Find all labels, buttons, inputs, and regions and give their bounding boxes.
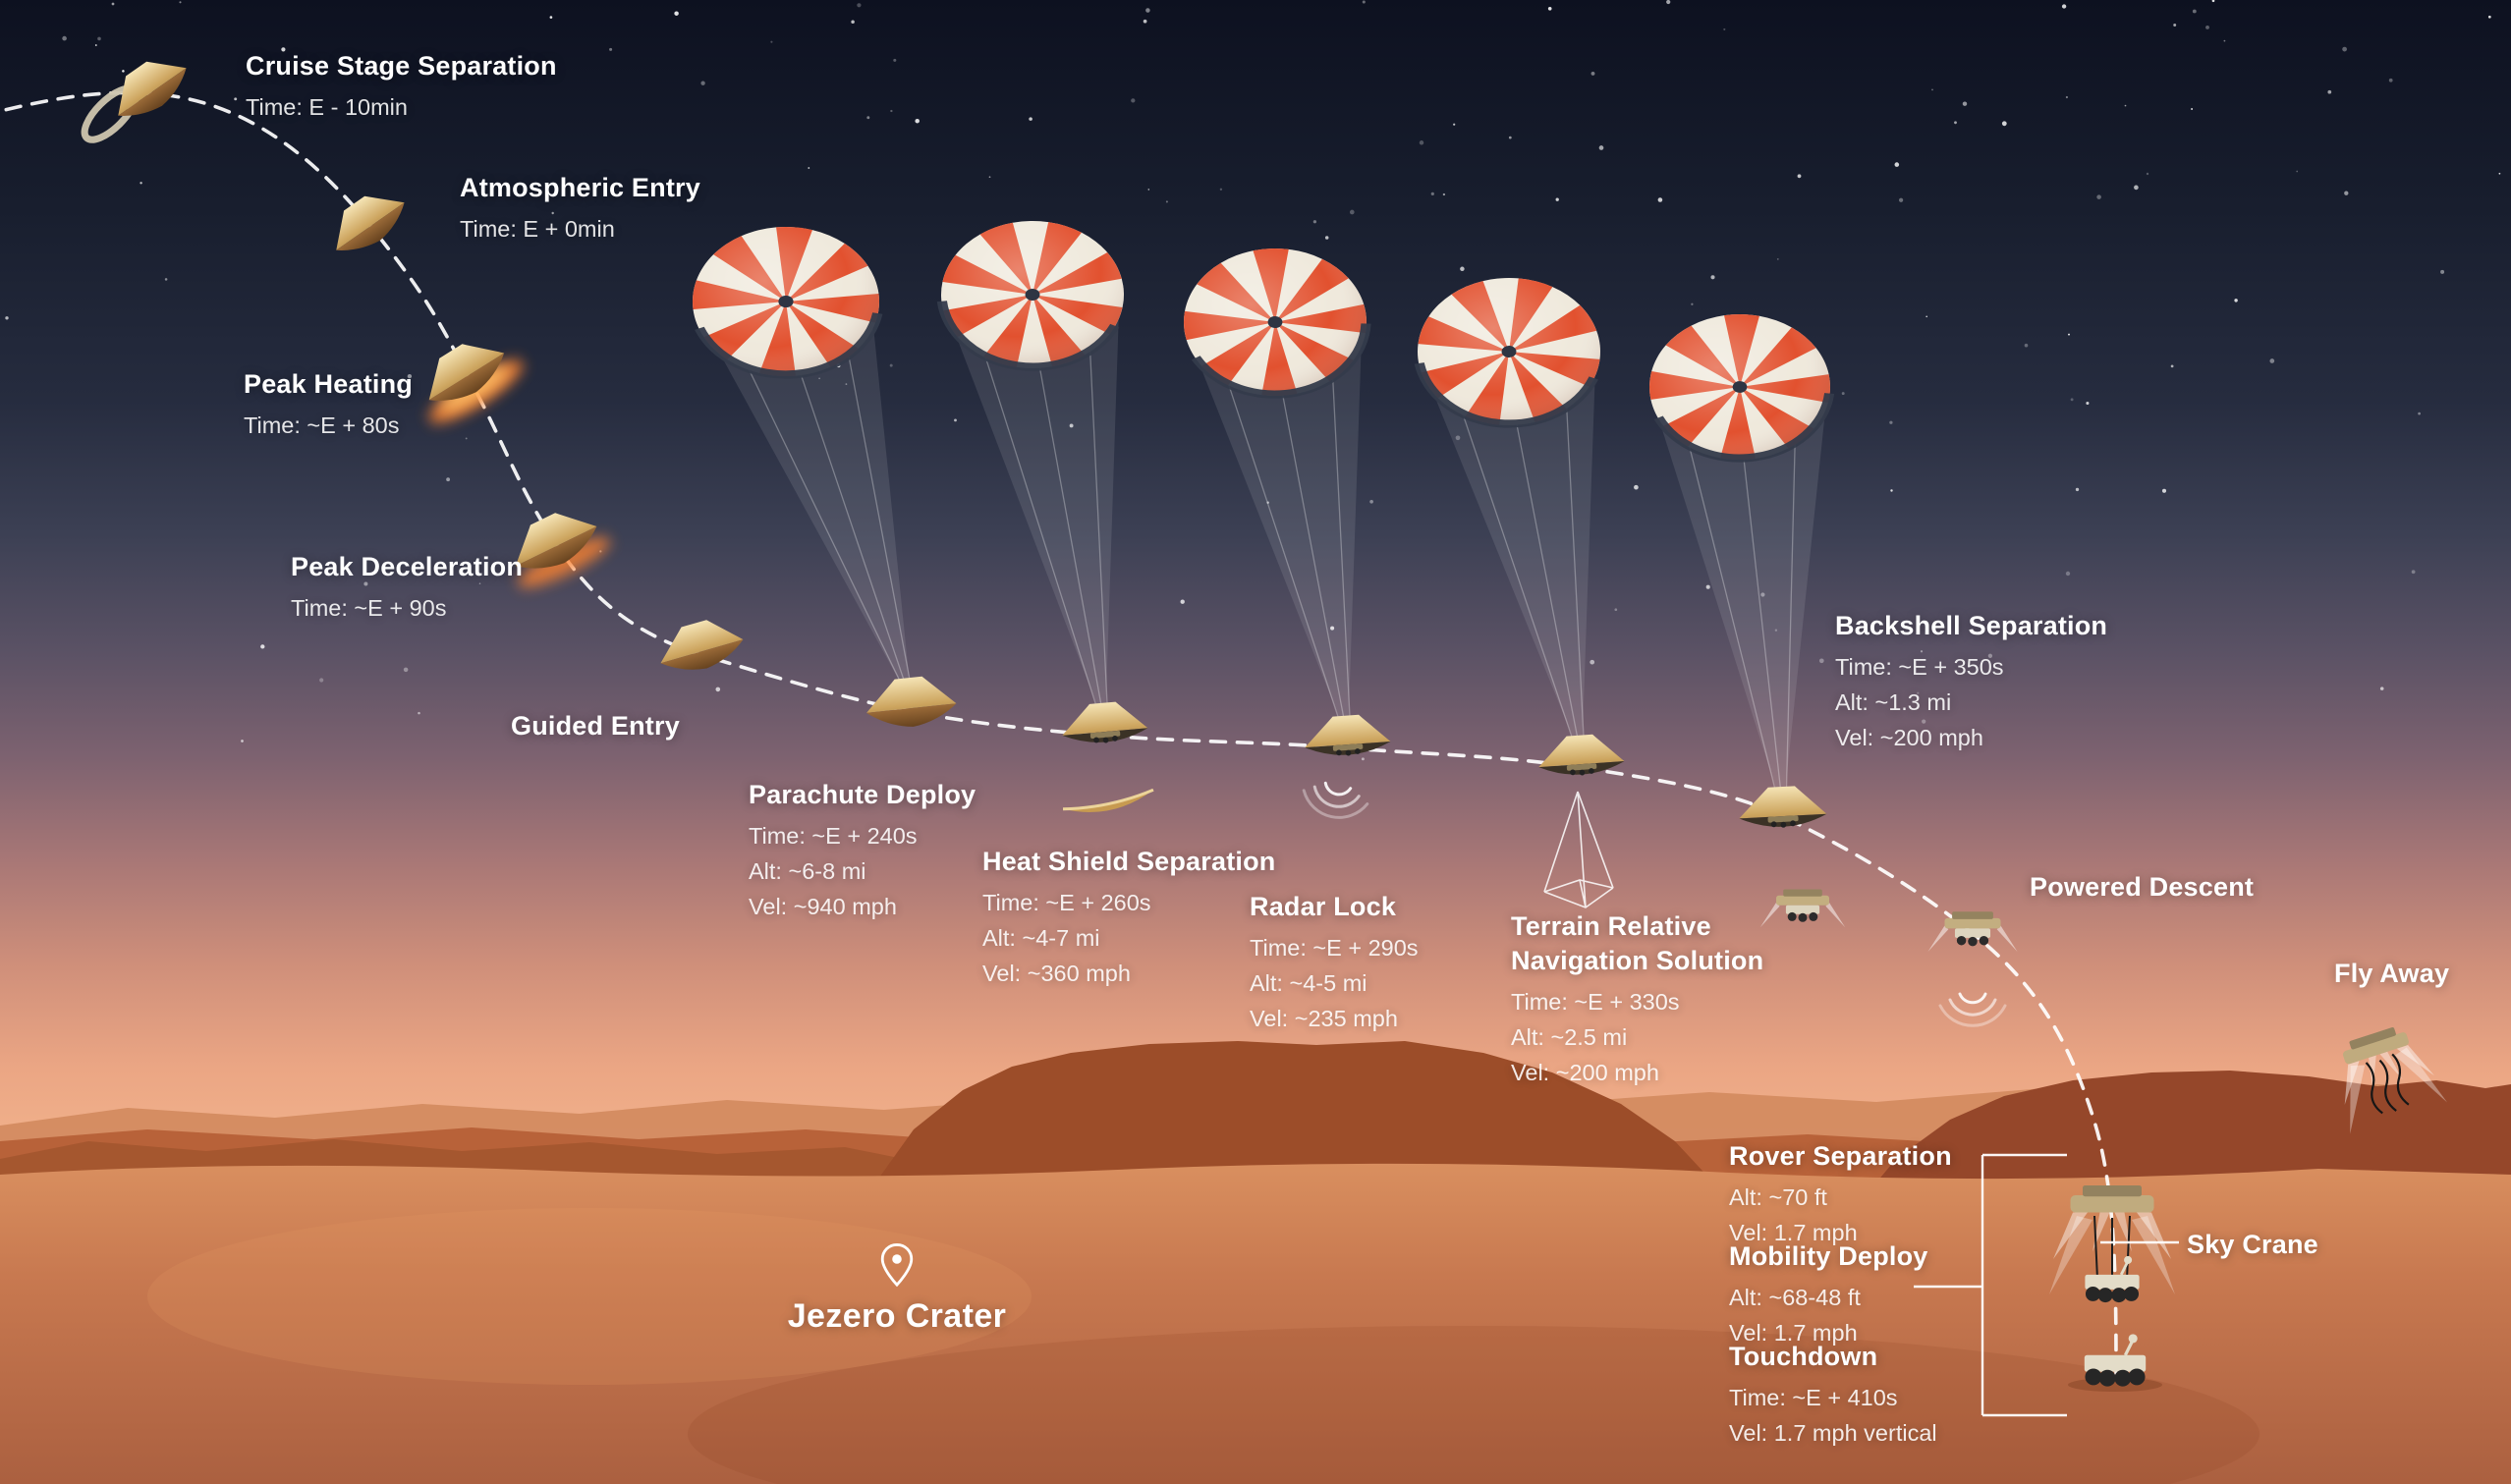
stage-title: Cruise Stage Separation xyxy=(246,51,557,81)
sky-crane-bracket xyxy=(1914,1153,2179,1417)
stage-label-peak-deceleration: Peak Deceleration Time: ~E + 90s xyxy=(291,550,523,627)
stage-detail: Alt: ~70 ft xyxy=(1729,1184,1827,1211)
stage-title: Mobility Deploy xyxy=(1729,1241,1928,1271)
stage-detail: Time: ~E + 410s xyxy=(1729,1385,1898,1411)
stage-label-terrain-relative-navigation: Terrain Relative Navigation Solution Tim… xyxy=(1511,909,1763,1090)
stage-detail: Vel: ~200 mph xyxy=(1835,724,1983,750)
stage-title: Terrain Relative xyxy=(1511,911,1711,941)
stage-detail: Time: ~E + 90s xyxy=(291,595,447,622)
stage-title-line-2: Navigation Solution xyxy=(1511,946,1764,976)
trn-scan-cone xyxy=(1543,791,1614,908)
stage-label-mobility-deploy: Mobility Deploy Alt: ~68-48 ft Vel: 1.7 … xyxy=(1729,1239,1928,1351)
stage-title: Guided Entry xyxy=(511,711,680,741)
stage-label-radar-lock: Radar Lock Time: ~E + 290s Alt: ~4-5 mi … xyxy=(1250,890,1419,1036)
parachute-icon-4 xyxy=(1409,271,1609,760)
stage-detail: Time: ~E + 260s xyxy=(982,890,1151,916)
stage-detail: Time: ~E + 350s xyxy=(1835,654,2004,681)
stage-label-peak-heating: Peak Heating Time: ~E + 80s xyxy=(244,367,413,444)
stage-detail: Alt: ~4-7 mi xyxy=(982,924,1100,951)
stage-title: Parachute Deploy xyxy=(749,780,976,809)
map-pin-icon xyxy=(880,1243,914,1288)
landing-site-label: Jezero Crater xyxy=(769,1243,1025,1336)
parachute-icon-3 xyxy=(1164,233,1385,741)
stage-detail: Time: ~E + 240s xyxy=(749,823,918,850)
stage-title: Fly Away xyxy=(2334,959,2450,988)
parachute-icon-5 xyxy=(1635,302,1844,812)
stage-title: Heat Shield Separation xyxy=(982,847,1276,876)
stage-detail: Vel: ~940 mph xyxy=(749,893,897,919)
stage-detail: Vel: 1.7 mph xyxy=(1729,1319,1858,1346)
sky-crane-icon xyxy=(2049,1185,2175,1304)
stage-detail: Time: E + 0min xyxy=(460,216,615,243)
stage-title: Radar Lock xyxy=(1250,892,1397,921)
stage-detail: Time: ~E + 80s xyxy=(244,412,400,439)
stage-title: Touchdown xyxy=(1729,1342,1878,1371)
stage-detail: Alt: ~4-5 mi xyxy=(1250,969,1367,996)
stage-title: Sky Crane xyxy=(2187,1230,2318,1259)
stage-detail: Vel: ~200 mph xyxy=(1511,1059,1659,1085)
stage-label-rover-separation: Rover Separation Alt: ~70 ft Vel: 1.7 mp… xyxy=(1729,1139,1952,1251)
trn-icon xyxy=(1536,732,1626,908)
stage-label-parachute-deploy: Parachute Deploy Time: ~E + 240s Alt: ~6… xyxy=(749,778,976,924)
stage-title: Peak Heating xyxy=(244,369,413,399)
stage-title: Powered Descent xyxy=(2030,872,2255,902)
stage-label-powered-descent: Powered Descent xyxy=(2030,870,2254,905)
stage-label-heat-shield-separation: Heat Shield Separation Time: ~E + 260s A… xyxy=(982,845,1275,991)
parachute-icon-2 xyxy=(926,209,1138,728)
stage-detail: Alt: ~6-8 mi xyxy=(749,857,866,884)
stage-label-atmospheric-entry: Atmospheric Entry Time: E + 0min xyxy=(460,171,700,247)
stage-label-sky-crane: Sky Crane xyxy=(2187,1228,2318,1262)
peak-heating-icon xyxy=(413,327,524,423)
stage-detail: Vel: ~360 mph xyxy=(982,960,1131,986)
landing-site-name: Jezero Crater xyxy=(787,1297,1007,1335)
stage-detail: Time: E - 10min xyxy=(246,94,408,121)
stage-detail: Vel: 1.7 mph vertical xyxy=(1729,1419,1937,1446)
foreground-plain xyxy=(0,1163,2511,1484)
stage-detail: Vel: ~235 mph xyxy=(1250,1005,1398,1031)
stage-label-touchdown: Touchdown Time: ~E + 410s Vel: 1.7 mph v… xyxy=(1729,1340,1937,1452)
terrain xyxy=(0,1041,2511,1484)
heat-shield-separation-icon xyxy=(1059,698,1154,812)
stage-label-guided-entry: Guided Entry xyxy=(511,709,680,743)
cruise-stage-icon xyxy=(81,44,196,143)
peak-deceleration-icon xyxy=(502,499,611,587)
stage-title: Backshell Separation xyxy=(1835,611,2108,640)
stage-detail: Alt: ~2.5 mi xyxy=(1511,1023,1628,1050)
stage-title: Peak Deceleration xyxy=(291,552,524,581)
stage-label-cruise-stage-separation: Cruise Stage Separation Time: E - 10min xyxy=(246,49,557,126)
stage-detail: Alt: ~68-48 ft xyxy=(1729,1285,1861,1311)
stage-detail: Vel: 1.7 mph xyxy=(1729,1219,1858,1245)
stage-title: Rover Separation xyxy=(1729,1141,1952,1171)
starfield xyxy=(5,0,2501,761)
stage-detail: Time: ~E + 330s xyxy=(1511,989,1680,1016)
stage-label-fly-away: Fly Away xyxy=(2334,957,2449,991)
stage-title: Atmospheric Entry xyxy=(460,173,700,202)
parachute-icon-1 xyxy=(684,219,915,704)
stage-detail: Time: ~E + 290s xyxy=(1250,935,1419,962)
stage-label-backshell-separation: Backshell Separation Time: ~E + 350s Alt… xyxy=(1835,609,2107,755)
stage-detail: Alt: ~1.3 mi xyxy=(1835,688,1952,715)
